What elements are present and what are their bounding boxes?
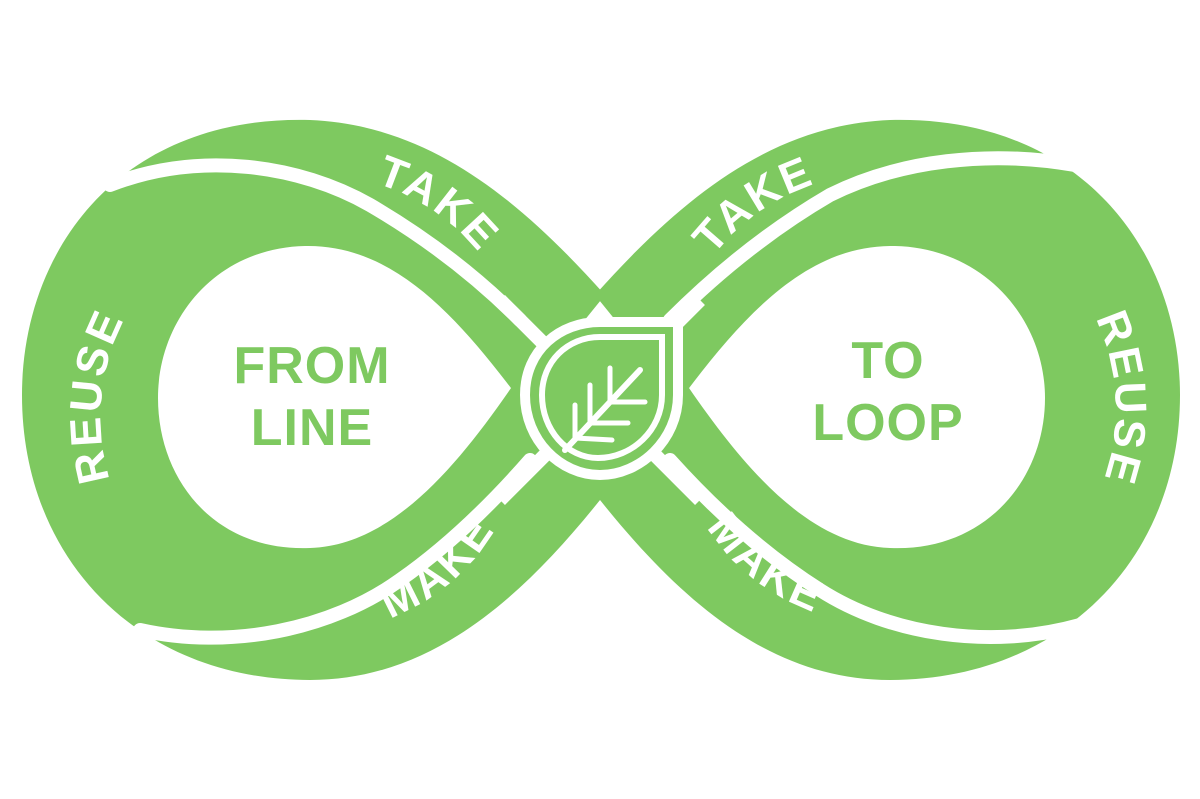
left-center-line1: FROM xyxy=(233,337,390,395)
right-top-gap xyxy=(663,151,1082,327)
left-center-line2: LINE xyxy=(251,399,373,457)
right-bottom-gap xyxy=(663,453,1087,644)
right-loop-band xyxy=(560,119,1180,681)
right-center-line1: TO xyxy=(851,332,924,390)
left-loop-band xyxy=(22,119,640,681)
leaf-icon xyxy=(519,317,683,481)
right-center-line2: LOOP xyxy=(812,394,963,452)
left-top-gap xyxy=(103,158,527,327)
left-bottom-gap xyxy=(133,453,537,645)
